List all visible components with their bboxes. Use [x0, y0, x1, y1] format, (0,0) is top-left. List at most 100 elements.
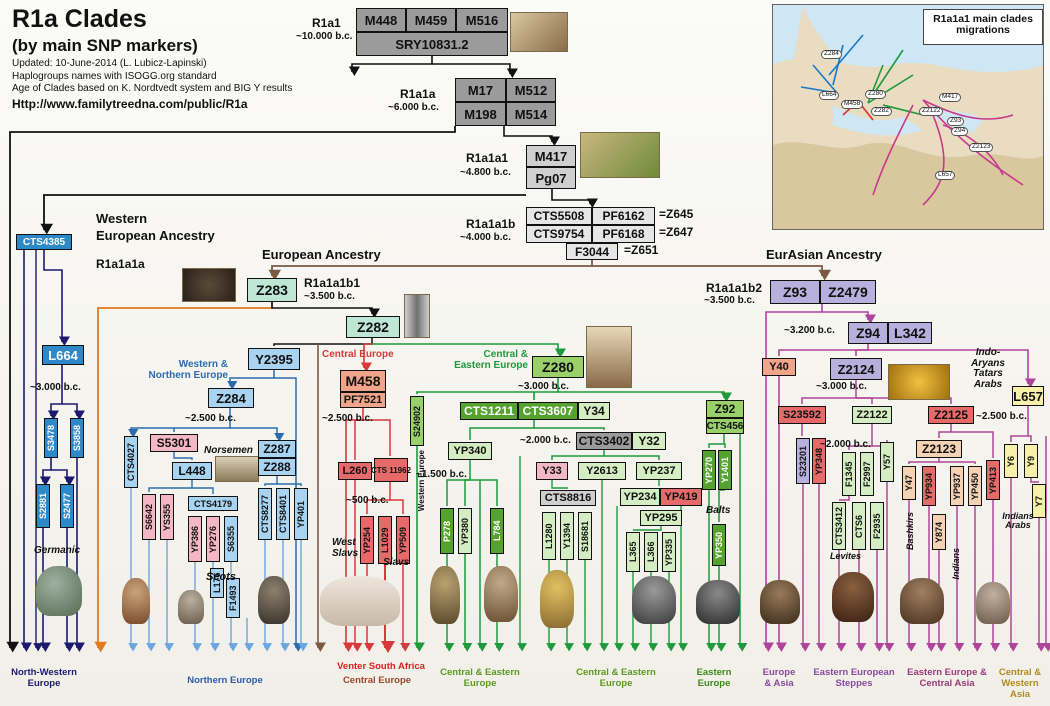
snp-node-yp934[interactable]: YP934 [922, 466, 936, 506]
snp-node-m514[interactable]: M514 [506, 102, 556, 126]
snp-node-f1345[interactable]: F1345 [842, 452, 856, 496]
snp-node-s6355[interactable]: S6355 [224, 516, 238, 562]
snp-node-sry[interactable]: SRY10831.2 [356, 32, 508, 56]
snp-node-yp937[interactable]: YP937 [950, 466, 964, 506]
snp-node-pf6162[interactable]: PF6162 [592, 207, 655, 225]
snp-node-y32[interactable]: Y32 [632, 432, 666, 450]
snp-node-y1401[interactable]: Y1401 [718, 450, 732, 490]
snp-node-s2477[interactable]: S2477 [60, 484, 74, 528]
snp-node-l366[interactable]: L366 [644, 532, 658, 572]
snp-node-ys355[interactable]: YS355 [160, 494, 174, 540]
snp-node-z2123[interactable]: Z2123 [916, 440, 962, 458]
snp-node-yp350[interactable]: YP350 [712, 524, 726, 566]
snp-node-cts8401[interactable]: CTS8401 [276, 488, 290, 540]
snp-node-pf7521[interactable]: PF7521 [340, 392, 386, 408]
snp-node-z2124[interactable]: Z2124 [830, 358, 882, 380]
snp-node-z93[interactable]: Z93 [770, 280, 820, 304]
snp-node-m512[interactable]: M512 [506, 78, 556, 102]
snp-node-cts456[interactable]: CTS456 [706, 418, 744, 434]
snp-node-yp419[interactable]: YP419 [660, 488, 702, 506]
snp-node-z282[interactable]: Z282 [346, 316, 400, 338]
snp-node-y9[interactable]: Y9 [1024, 444, 1038, 478]
snp-node-f2935[interactable]: F2935 [870, 502, 884, 550]
snp-node-cts4027[interactable]: CTS4027 [124, 436, 138, 488]
source-url[interactable]: Http://www.familytreedna.com/public/R1a [12, 97, 248, 111]
snp-node-cts9754[interactable]: CTS9754 [526, 225, 592, 243]
snp-node-pg07[interactable]: Pg07 [526, 167, 576, 189]
snp-node-yp413[interactable]: YP413 [986, 460, 1000, 500]
snp-node-l260[interactable]: L260 [338, 462, 372, 480]
snp-node-l657[interactable]: L657 [1012, 386, 1044, 406]
snp-node-m459[interactable]: M459 [406, 8, 456, 32]
snp-node-yp340[interactable]: YP340 [448, 442, 492, 460]
snp-node-yp401[interactable]: YP401 [294, 488, 308, 540]
snp-node-y2395[interactable]: Y2395 [248, 348, 300, 370]
snp-node-s18681[interactable]: S18681 [578, 512, 592, 560]
snp-node-z2125[interactable]: Z2125 [928, 406, 974, 424]
snp-node-y1394[interactable]: Y1394 [560, 512, 574, 560]
snp-node-m17[interactable]: M17 [455, 78, 506, 102]
snp-node-f3044[interactable]: F3044 [566, 243, 618, 260]
snp-node-z2122[interactable]: Z2122 [852, 406, 892, 424]
snp-node-pf6168[interactable]: PF6168 [592, 225, 655, 243]
snp-node-m516[interactable]: M516 [456, 8, 508, 32]
snp-node-s5301[interactable]: S5301 [150, 434, 198, 452]
snp-node-s2881[interactable]: S2881 [36, 484, 50, 528]
snp-node-s24902[interactable]: S24902 [410, 396, 424, 446]
snp-node-s3478[interactable]: S3478 [44, 418, 58, 458]
snp-node-cts3607[interactable]: CTS3607 [518, 402, 578, 420]
snp-node-yp380[interactable]: YP380 [458, 508, 472, 554]
snp-node-yp254[interactable]: YP254 [360, 516, 374, 564]
snp-node-m458[interactable]: M458 [340, 370, 386, 392]
snp-node-y874[interactable]: Y874 [932, 514, 946, 550]
snp-node-z94[interactable]: Z94 [848, 322, 888, 344]
snp-node-y57[interactable]: Y57 [880, 442, 894, 482]
snp-node-l342[interactable]: L342 [888, 322, 932, 344]
snp-node-yp270[interactable]: YP270 [702, 450, 716, 490]
snp-node-yp335[interactable]: YP335 [662, 532, 676, 572]
snp-node-s6642[interactable]: S6642 [142, 494, 156, 540]
snp-node-cts4179[interactable]: CTS4179 [188, 496, 238, 511]
snp-node-l365[interactable]: L365 [626, 532, 640, 572]
snp-node-yp237[interactable]: YP237 [636, 462, 682, 480]
snp-node-z284[interactable]: Z284 [208, 388, 254, 408]
snp-node-y33[interactable]: Y33 [536, 462, 568, 480]
snp-node-cts8277[interactable]: CTS8277 [258, 488, 272, 540]
snp-node-yp450[interactable]: YP450 [968, 466, 982, 506]
snp-node-z283[interactable]: Z283 [247, 278, 297, 302]
snp-node-cts11962[interactable]: CTS 11962 [371, 458, 411, 482]
snp-node-s23201[interactable]: S23201 [796, 438, 810, 484]
snp-node-l448[interactable]: L448 [172, 462, 212, 480]
snp-node-cts4385[interactable]: CTS4385 [16, 234, 72, 250]
snp-node-yp295[interactable]: YP295 [640, 510, 682, 526]
snp-node-m448[interactable]: M448 [356, 8, 406, 32]
snp-node-yp386[interactable]: YP386 [188, 516, 202, 562]
snp-node-z2479[interactable]: Z2479 [820, 280, 876, 304]
snp-node-cts3412[interactable]: CTS3412 [832, 502, 846, 550]
snp-node-yp276[interactable]: YP276 [206, 516, 220, 562]
snp-node-y40[interactable]: Y40 [762, 358, 796, 376]
snp-node-cts6[interactable]: CTS6 [852, 502, 866, 550]
snp-node-cts3402[interactable]: CTS3402 [576, 432, 632, 450]
snp-node-l664[interactable]: L664 [42, 345, 84, 365]
snp-node-m198[interactable]: M198 [455, 102, 506, 126]
snp-node-yp234[interactable]: YP234 [620, 488, 660, 506]
snp-node-s3858[interactable]: S3858 [70, 418, 84, 458]
snp-node-y34[interactable]: Y34 [578, 402, 610, 420]
snp-node-l784[interactable]: L784 [490, 508, 504, 554]
snp-node-z280[interactable]: Z280 [532, 356, 584, 378]
snp-node-p278[interactable]: P278 [440, 508, 454, 554]
snp-node-s23592[interactable]: S23592 [778, 406, 826, 424]
snp-node-cts8816[interactable]: CTS8816 [540, 490, 596, 506]
snp-node-cts5508[interactable]: CTS5508 [526, 207, 592, 225]
snp-node-z92[interactable]: Z92 [706, 400, 744, 418]
snp-node-f1493[interactable]: F1493 [226, 578, 240, 618]
snp-node-l1280[interactable]: L1280 [542, 512, 556, 560]
snp-node-m417[interactable]: M417 [526, 145, 576, 167]
snp-node-y6[interactable]: Y6 [1004, 444, 1018, 478]
snp-node-z288[interactable]: Z288 [258, 458, 296, 476]
snp-node-f2997[interactable]: F2997 [860, 452, 874, 496]
snp-node-y47[interactable]: Y47 [902, 466, 916, 500]
snp-node-y2613[interactable]: Y2613 [578, 462, 626, 480]
snp-node-cts1211[interactable]: CTS1211 [460, 402, 518, 420]
